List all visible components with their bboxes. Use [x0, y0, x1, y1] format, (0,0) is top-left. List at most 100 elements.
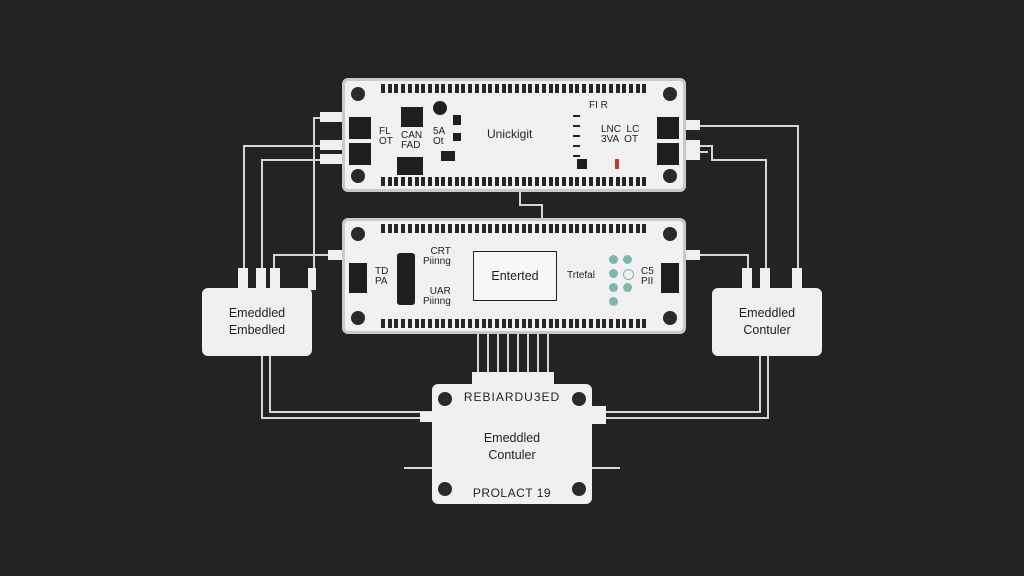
header-pin: [595, 319, 600, 328]
wire-right-bottom-1: [592, 356, 761, 413]
header-pin: [541, 84, 546, 93]
header-pin: [427, 84, 432, 93]
header-pin: [555, 319, 560, 328]
header-pin: [481, 84, 486, 93]
header-pin: [394, 224, 399, 233]
header-pin: [501, 177, 506, 186]
header-pin: [468, 177, 473, 186]
header-pin: [568, 224, 573, 233]
header-pin: [468, 319, 473, 328]
header-pin: [454, 84, 459, 93]
header-pin: [441, 224, 446, 233]
header-pin: [528, 84, 533, 93]
left-box-text: Emeddled Embedled: [228, 306, 286, 337]
header-pin: [622, 319, 627, 328]
mount-hole: [351, 169, 365, 183]
header-pin: [427, 177, 432, 186]
entered-center-text: Enterted: [491, 268, 539, 283]
wire-left-bottom-1: [261, 356, 432, 419]
header-pin: [508, 224, 513, 233]
wire-top-right-2: [686, 145, 767, 270]
header-pin: [381, 224, 385, 233]
header-pin: [548, 84, 553, 93]
header-pin: [407, 84, 412, 93]
header-pin: [515, 319, 520, 328]
header-pin: [595, 84, 600, 93]
top-right-label: LNC LC 3VA OT: [601, 124, 640, 145]
header-pin: [434, 224, 439, 233]
header-pin: [555, 224, 560, 233]
header-pin: [434, 84, 439, 93]
header-pin: [555, 84, 560, 93]
mount-hole: [351, 227, 365, 241]
header-pin: [454, 224, 459, 233]
right-embedded-box: Emeddled Contuler: [712, 288, 822, 356]
header-pin: [474, 319, 479, 328]
header-pin: [541, 177, 546, 186]
header-pin: [535, 319, 540, 328]
header-pin: [629, 84, 634, 93]
indicator-led: [623, 283, 632, 292]
mount-hole: [438, 482, 452, 496]
header-pin: [401, 177, 406, 186]
indicator-led: [609, 255, 618, 264]
header-pin: [381, 84, 385, 93]
header-pin: [515, 177, 520, 186]
mid-right-label: C5 PII: [641, 266, 654, 287]
header-pin: [535, 224, 540, 233]
pin-marker: [573, 155, 580, 157]
header-pin: [494, 319, 499, 328]
mid-bottom-tag: UAR Piinng: [423, 286, 451, 307]
header-pin: [414, 177, 419, 186]
header-pin: [508, 84, 513, 93]
connector-block: [349, 117, 371, 139]
chip: [441, 151, 455, 161]
header-pin: [582, 84, 587, 93]
mid-top-tag: CRT Piinng: [423, 246, 451, 267]
header-pin: [481, 177, 486, 186]
header-pin: [481, 319, 486, 328]
header-pin: [602, 319, 607, 328]
header-pin: [407, 319, 412, 328]
top-board: FL OT CAN FAD 5A Ot Unickigit FI R LNC L…: [342, 78, 686, 192]
header-pin: [441, 84, 446, 93]
header-pin: [541, 224, 546, 233]
wire-top-left-2: [243, 145, 342, 270]
connector-block: [349, 143, 371, 165]
header-pin: [421, 177, 426, 186]
mount-hole: [663, 311, 677, 325]
header-pin: [575, 177, 580, 186]
top-board-title: Unickigit: [487, 127, 533, 141]
bottom-board-bottom-label: PROLACT 19: [472, 486, 552, 500]
bottom-board-center-text: Emeddled Contuler: [483, 431, 541, 462]
header-pin: [394, 84, 399, 93]
wire-left-bottom-2: [269, 356, 432, 413]
header-pin: [401, 84, 406, 93]
header-pin: [515, 224, 520, 233]
top-mid-label-2: 5A Ot: [433, 126, 446, 147]
header-pin: [528, 319, 533, 328]
header-pin: [481, 224, 486, 233]
header-pin: [635, 177, 640, 186]
header-pins-bottom: [381, 177, 647, 186]
microcontroller-chip: [397, 253, 415, 305]
header-pin: [535, 84, 540, 93]
header-pin: [461, 177, 466, 186]
header-pin: [381, 177, 385, 186]
header-pin: [535, 177, 540, 186]
header-pin: [602, 224, 607, 233]
right-box-text: Emeddled Contuler: [738, 306, 796, 337]
pin-marker: [573, 125, 580, 127]
header-pin: [582, 319, 587, 328]
header-pin: [568, 319, 573, 328]
header-pin: [501, 84, 506, 93]
header-pin: [474, 177, 479, 186]
top-mid-label: CAN FAD: [401, 130, 423, 151]
header-pin: [635, 224, 640, 233]
header-pin: [568, 84, 573, 93]
header-pin: [448, 84, 453, 93]
header-pin: [494, 177, 499, 186]
header-pin: [608, 177, 613, 186]
connector-block: [657, 143, 679, 165]
